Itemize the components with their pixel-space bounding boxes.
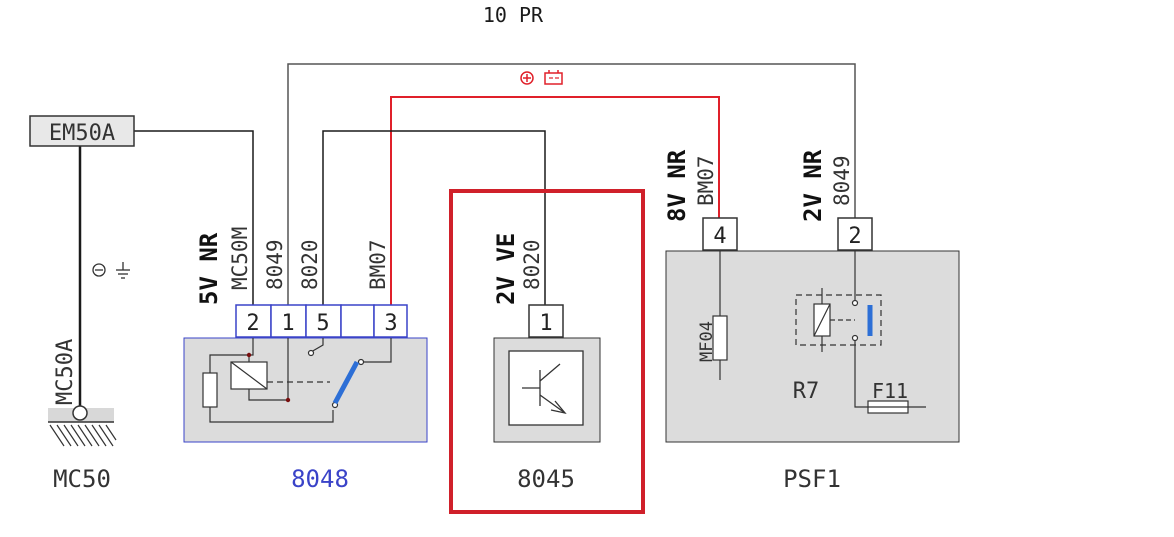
psf1-conn-a-wire: BM07 — [694, 155, 718, 206]
psf1-internals — [712, 251, 926, 414]
em50a-label: EM50A — [49, 121, 115, 146]
ground-symbol — [92, 262, 130, 279]
c8048-wire-mc50m: MC50M — [228, 227, 252, 290]
c8045-name: 8045 — [517, 465, 575, 493]
em50a-box[interactable] — [29, 115, 135, 147]
psf1-name: PSF1 — [783, 465, 841, 493]
c8045-wire-label: 8020 — [520, 239, 544, 290]
c8045-transistor-symbol — [508, 350, 584, 426]
c8048-connector-text: 5V NR — [195, 232, 223, 305]
mc50-label: MC50 — [53, 465, 111, 493]
c8045-connector[interactable] — [528, 304, 564, 338]
psf1-pin-4: 4 — [713, 224, 726, 249]
wire-mc50m — [134, 130, 254, 305]
c8045-pin-1: 1 — [539, 311, 552, 336]
psf1-fuse-f: F11 — [872, 379, 908, 403]
c8048-pin-2: 2 — [246, 311, 259, 336]
wire-8020 — [322, 130, 546, 305]
c8048-wire-bm07: BM07 — [366, 239, 390, 290]
psf1-connector-2[interactable] — [837, 217, 873, 251]
c8045-highlight-box — [449, 189, 645, 514]
psf1-fuse-mf: MF04 — [697, 321, 717, 362]
psf1-connector-4[interactable] — [702, 217, 738, 251]
c8048-contact-blade — [332, 360, 360, 405]
c8045-connector-text: 2V VE — [492, 233, 520, 305]
mc50a-wire-label: MC50A — [53, 339, 78, 405]
c8048-pin-5: 5 — [316, 311, 329, 336]
psf1-conn-b-wire: 8049 — [830, 155, 854, 206]
wire-bm07-red — [390, 96, 720, 305]
psf1-conn-b-text: 2V NR — [799, 149, 827, 222]
c8048-relay-internals — [202, 338, 392, 423]
psf1-pin-2: 2 — [848, 224, 861, 249]
c8048-wire-8049: 8049 — [263, 239, 287, 290]
psf1-conn-a-text: 8V NR — [663, 149, 691, 222]
battery-symbol — [520, 70, 563, 85]
c8048-name: 8048 — [291, 465, 349, 493]
wire-8049 — [287, 63, 856, 305]
psf1-relay-label: R7 — [793, 379, 820, 404]
c8048-pin-1: 1 — [281, 311, 294, 336]
c8048-connector[interactable] — [235, 304, 408, 338]
ground-point — [48, 405, 117, 447]
harness-label: 10 PR — [483, 3, 544, 27]
c8048-wire-8020: 8020 — [298, 239, 322, 290]
c8048-pin-3: 3 — [384, 311, 397, 336]
